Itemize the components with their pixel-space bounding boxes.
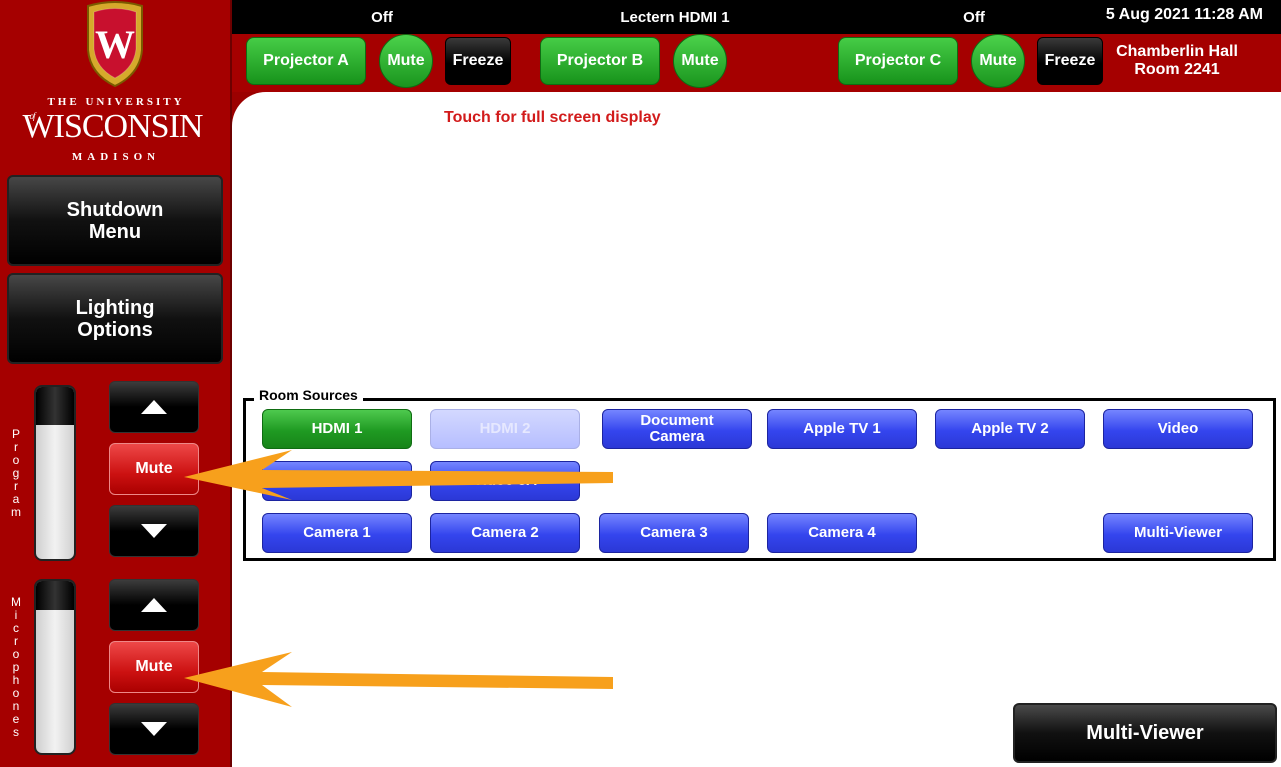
projector-c-button[interactable]: Projector C — [838, 37, 958, 85]
source-multi-viewer-button[interactable]: Multi-Viewer — [1103, 513, 1253, 553]
full-screen-hint[interactable]: Touch for full screen display — [444, 109, 661, 126]
arrow-down-icon — [141, 722, 167, 736]
crest-logo: W — [87, 1, 143, 88]
projector-c-status: Off — [963, 9, 985, 26]
logo-line2: WISCONSIN — [22, 108, 204, 145]
microphones-mute-button[interactable]: Mute — [109, 641, 199, 693]
program-volume-slider[interactable] — [34, 385, 76, 561]
shutdown-label-1: Shutdown — [66, 198, 164, 221]
logo-line1: THE UNIVERSITY — [47, 96, 185, 108]
building-name: Chamberlin Hall — [1116, 43, 1238, 60]
room-number: Room 2241 — [1134, 61, 1220, 78]
microphones-slider-track — [36, 581, 74, 611]
source-camera-2-button[interactable]: Camera 2 — [430, 513, 580, 553]
doc-cam-label-1: Document — [640, 412, 714, 429]
projector-c-mute-button[interactable]: Mute — [971, 34, 1025, 88]
logo-wisconsin: ofWISCONSIN — [14, 110, 218, 151]
multi-viewer-button[interactable]: Multi-Viewer — [1013, 703, 1277, 763]
arrow-up-icon — [141, 400, 167, 414]
university-wordmark: THE UNIVERSITY ofWISCONSIN MADISON — [14, 96, 218, 163]
projector-b-button[interactable]: Projector B — [540, 37, 660, 85]
microphones-volume-up-button[interactable] — [109, 579, 199, 631]
projector-a-button[interactable]: Projector A — [246, 37, 366, 85]
projector-b-status: Lectern HDMI 1 — [620, 9, 730, 26]
logo-of: of — [29, 111, 36, 121]
projector-a-mute-button[interactable]: Mute — [379, 34, 433, 88]
projector-b-mute-button[interactable]: Mute — [673, 34, 727, 88]
microphones-volume-down-button[interactable] — [109, 703, 199, 755]
source-video-5a-button[interactable]: Video 5A — [430, 461, 580, 501]
arrow-up-icon — [141, 598, 167, 612]
lighting-label-1: Lighting — [75, 296, 155, 319]
doc-cam-label-2: Camera — [649, 428, 705, 445]
microphones-volume-slider[interactable] — [34, 579, 76, 755]
status-strip — [230, 0, 1281, 34]
lighting-label-2: Options — [77, 318, 153, 341]
crest-letter: W — [95, 22, 135, 67]
room-sources-title: Room Sources — [254, 387, 363, 403]
projector-a-freeze-button[interactable]: Freeze — [445, 37, 511, 85]
source-apple-tv-1-button[interactable]: Apple TV 1 — [767, 409, 917, 449]
program-volume-up-button[interactable] — [109, 381, 199, 433]
program-volume-down-button[interactable] — [109, 505, 199, 557]
projector-c-freeze-button[interactable]: Freeze — [1037, 37, 1103, 85]
room-location: Chamberlin Hall Room 2241 — [1114, 43, 1240, 79]
arrow-down-icon — [141, 524, 167, 538]
source-camera-3-button[interactable]: Camera 3 — [599, 513, 749, 553]
logo-line3: MADISON — [71, 151, 161, 163]
source-video-3a-button[interactable]: Video 3A — [262, 461, 412, 501]
source-camera-4-button[interactable]: Camera 4 — [767, 513, 917, 553]
source-camera-1-button[interactable]: Camera 1 — [262, 513, 412, 553]
datetime: 5 Aug 2021 11:28 AM — [1105, 6, 1263, 23]
shutdown-label-2: Menu — [88, 220, 142, 243]
program-mute-button[interactable]: Mute — [109, 443, 199, 495]
source-hdmi-2-button[interactable]: HDMI 2 — [430, 409, 580, 449]
source-video-button[interactable]: Video — [1103, 409, 1253, 449]
program-slider-track — [36, 387, 74, 425]
source-apple-tv-2-button[interactable]: Apple TV 2 — [935, 409, 1085, 449]
source-hdmi-1-button[interactable]: HDMI 1 — [262, 409, 412, 449]
projector-a-status: Off — [371, 9, 393, 26]
